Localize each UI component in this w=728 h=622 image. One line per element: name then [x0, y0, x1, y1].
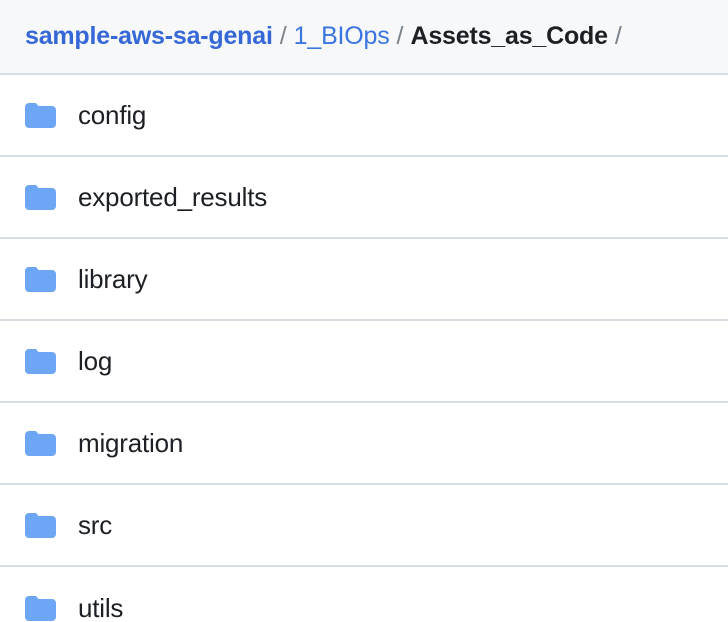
breadcrumb-separator-trailing: / [614, 22, 622, 50]
list-item-label: log [78, 346, 113, 376]
list-item[interactable]: exported_results [0, 157, 728, 239]
list-item-label: utils [78, 593, 124, 622]
list-item[interactable]: log [0, 321, 728, 403]
list-item-label: config [78, 100, 147, 130]
breadcrumb-item-repo[interactable]: sample-aws-sa-genai [25, 22, 273, 50]
breadcrumb: sample-aws-sa-genai / 1_BIOps / Assets_a… [0, 0, 728, 75]
list-item[interactable]: utils [0, 567, 728, 622]
folder-icon [25, 348, 56, 374]
list-item[interactable]: library [0, 239, 728, 321]
breadcrumb-separator: / [396, 22, 404, 50]
list-item-label: exported_results [78, 182, 268, 212]
list-item-label: library [78, 264, 148, 294]
folder-icon [25, 595, 56, 621]
breadcrumb-item-1-biops[interactable]: 1_BIOps [293, 22, 390, 50]
folder-icon [25, 184, 56, 210]
list-item-label: src [78, 510, 113, 540]
breadcrumb-item-assets-as-code[interactable]: Assets_as_Code [410, 22, 609, 50]
directory-listing: config exported_results library log migr [0, 75, 728, 622]
list-item-label: migration [78, 428, 184, 458]
folder-icon [25, 512, 56, 538]
folder-icon [25, 102, 56, 128]
folder-icon [25, 266, 56, 292]
folder-icon [25, 430, 56, 456]
breadcrumb-separator: / [279, 22, 287, 50]
list-item[interactable]: config [0, 75, 728, 157]
list-item[interactable]: src [0, 485, 728, 567]
list-item[interactable]: migration [0, 403, 728, 485]
